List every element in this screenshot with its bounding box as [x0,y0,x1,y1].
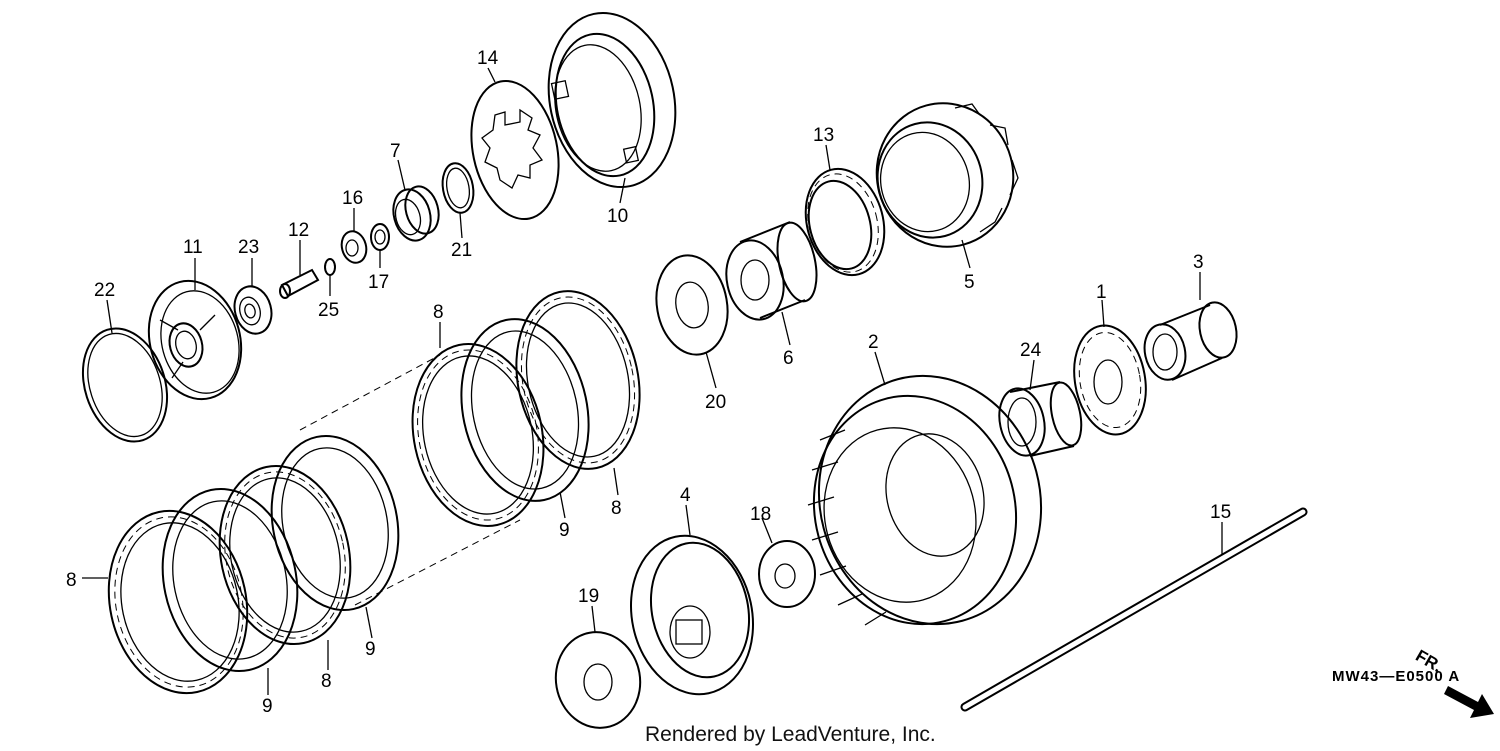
callout-4[interactable]: 4 [680,485,691,506]
callout-21[interactable]: 21 [451,240,472,261]
part-11-piston[interactable] [136,270,254,409]
render-credit: Rendered by LeadVenture, Inc. [645,723,936,746]
drawing-code: MW43—E0500 A [1332,668,1460,685]
part-21-ring[interactable] [439,161,477,215]
callout-2[interactable]: 2 [868,332,879,353]
part-8-friction-disc-d[interactable] [501,279,656,480]
callout-1[interactable]: 1 [1096,282,1107,303]
part-12-pin[interactable] [279,268,320,299]
callout-8-left[interactable]: 8 [66,570,77,591]
part-3-collar[interactable] [1140,299,1242,384]
part-8-friction-disc-a[interactable] [92,498,263,706]
callout-17[interactable]: 17 [368,272,389,293]
part-20-thrust-washer[interactable] [649,250,735,361]
callout-7[interactable]: 7 [390,141,401,162]
part-23-bearing[interactable] [229,282,276,338]
part-2-clutch-drum[interactable] [789,351,1069,649]
part-24-needle-bearing[interactable] [993,380,1086,460]
callout-11[interactable]: 11 [183,237,203,258]
part-9-steel-plate-a[interactable] [146,476,313,683]
callout-9-bottom[interactable]: 9 [365,639,376,660]
front-arrow-icon [1444,686,1494,718]
callout-16[interactable]: 16 [342,188,363,209]
callout-15[interactable]: 15 [1210,502,1231,523]
stack-guide-line-bottom [354,519,521,606]
leader-lines [82,67,1223,695]
callout-numbers: 22 11 23 12 25 16 17 7 21 14 10 13 5 20 … [66,48,1231,717]
callout-22[interactable]: 22 [94,280,115,301]
part-17-washer[interactable] [370,223,390,251]
callout-23[interactable]: 23 [238,237,259,258]
callout-8-right[interactable]: 8 [611,498,622,519]
part-16-bearing[interactable] [338,228,369,265]
part-14-plate[interactable] [459,73,570,227]
callout-6[interactable]: 6 [783,348,794,369]
part-22-snap-ring[interactable] [69,317,181,452]
callout-5[interactable]: 5 [964,272,975,293]
callout-18[interactable]: 18 [750,504,771,525]
callout-25[interactable]: 25 [318,300,339,321]
part-9-steel-plate-c[interactable] [445,307,605,513]
part-19-washer[interactable] [548,625,647,734]
part-18-washer[interactable] [758,540,816,608]
part-25-clip[interactable] [324,258,336,276]
callout-8-bottom[interactable]: 8 [321,671,332,692]
callout-24[interactable]: 24 [1020,340,1042,361]
callout-20[interactable]: 20 [705,392,726,413]
callout-13[interactable]: 13 [813,125,834,146]
part-8-friction-disc-b[interactable] [204,454,367,657]
part-5-clutch-outer[interactable] [861,88,1030,262]
callout-10[interactable]: 10 [607,206,628,227]
callout-19[interactable]: 19 [578,586,599,607]
callout-12[interactable]: 12 [288,220,309,241]
part-13-needle-bearing[interactable] [794,160,895,284]
callout-8-top[interactable]: 8 [433,302,444,323]
callout-9-bottom-left[interactable]: 9 [262,696,273,717]
part-7-collar[interactable] [388,183,444,245]
part-10-housing-ring[interactable] [533,1,691,199]
part-6-sleeve[interactable] [719,219,823,325]
stack-guide-line-top [299,354,441,431]
callout-3[interactable]: 3 [1193,252,1204,273]
callout-9-middle[interactable]: 9 [559,520,570,541]
part-4-clutch-hub[interactable] [617,524,768,705]
part-15-rod[interactable] [960,507,1308,712]
part-1-sprocket[interactable] [1066,320,1154,440]
callout-14[interactable]: 14 [477,48,499,69]
part-9-steel-plate-b[interactable] [256,424,414,622]
